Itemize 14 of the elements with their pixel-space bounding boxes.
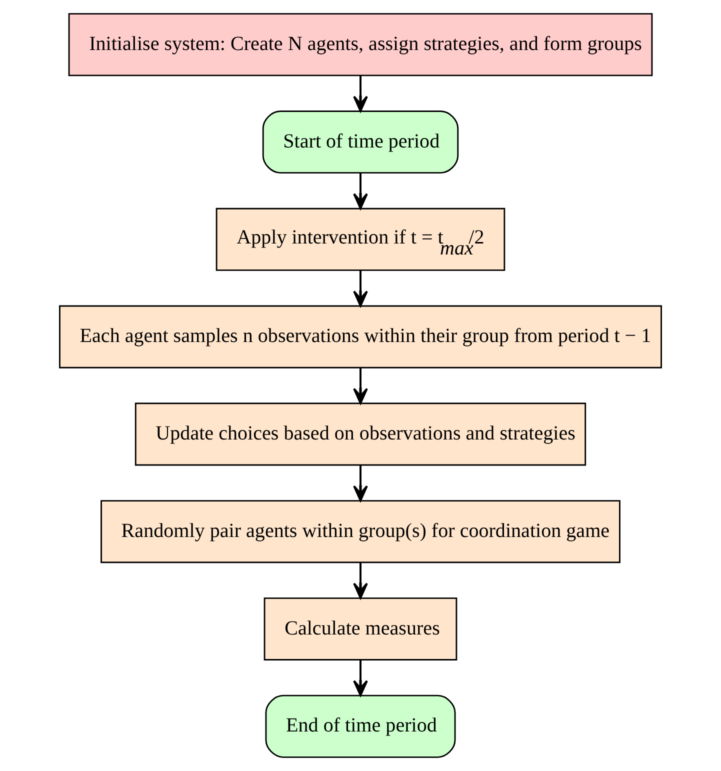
arrow bbox=[353, 660, 368, 696]
node-box: Start of time period bbox=[262, 110, 459, 174]
arrow bbox=[353, 465, 368, 502]
node-box: Randomly pair agents within group(s) for coordination game bbox=[100, 500, 620, 564]
node-box: Each agent samples n observations within their group from period t − 1 bbox=[59, 305, 662, 368]
arrow bbox=[353, 172, 368, 210]
arrow bbox=[353, 562, 368, 599]
node-box: Update choices based on observations and strategies bbox=[134, 402, 586, 466]
node-box: Initialise system: Create N agents, assign strategies, and form groups bbox=[68, 13, 653, 76]
arrow bbox=[353, 270, 368, 307]
arrow bbox=[353, 75, 368, 112]
node-box: Calculate measures bbox=[264, 597, 458, 660]
node-box: End of time period bbox=[265, 694, 456, 758]
arrow bbox=[353, 368, 368, 404]
